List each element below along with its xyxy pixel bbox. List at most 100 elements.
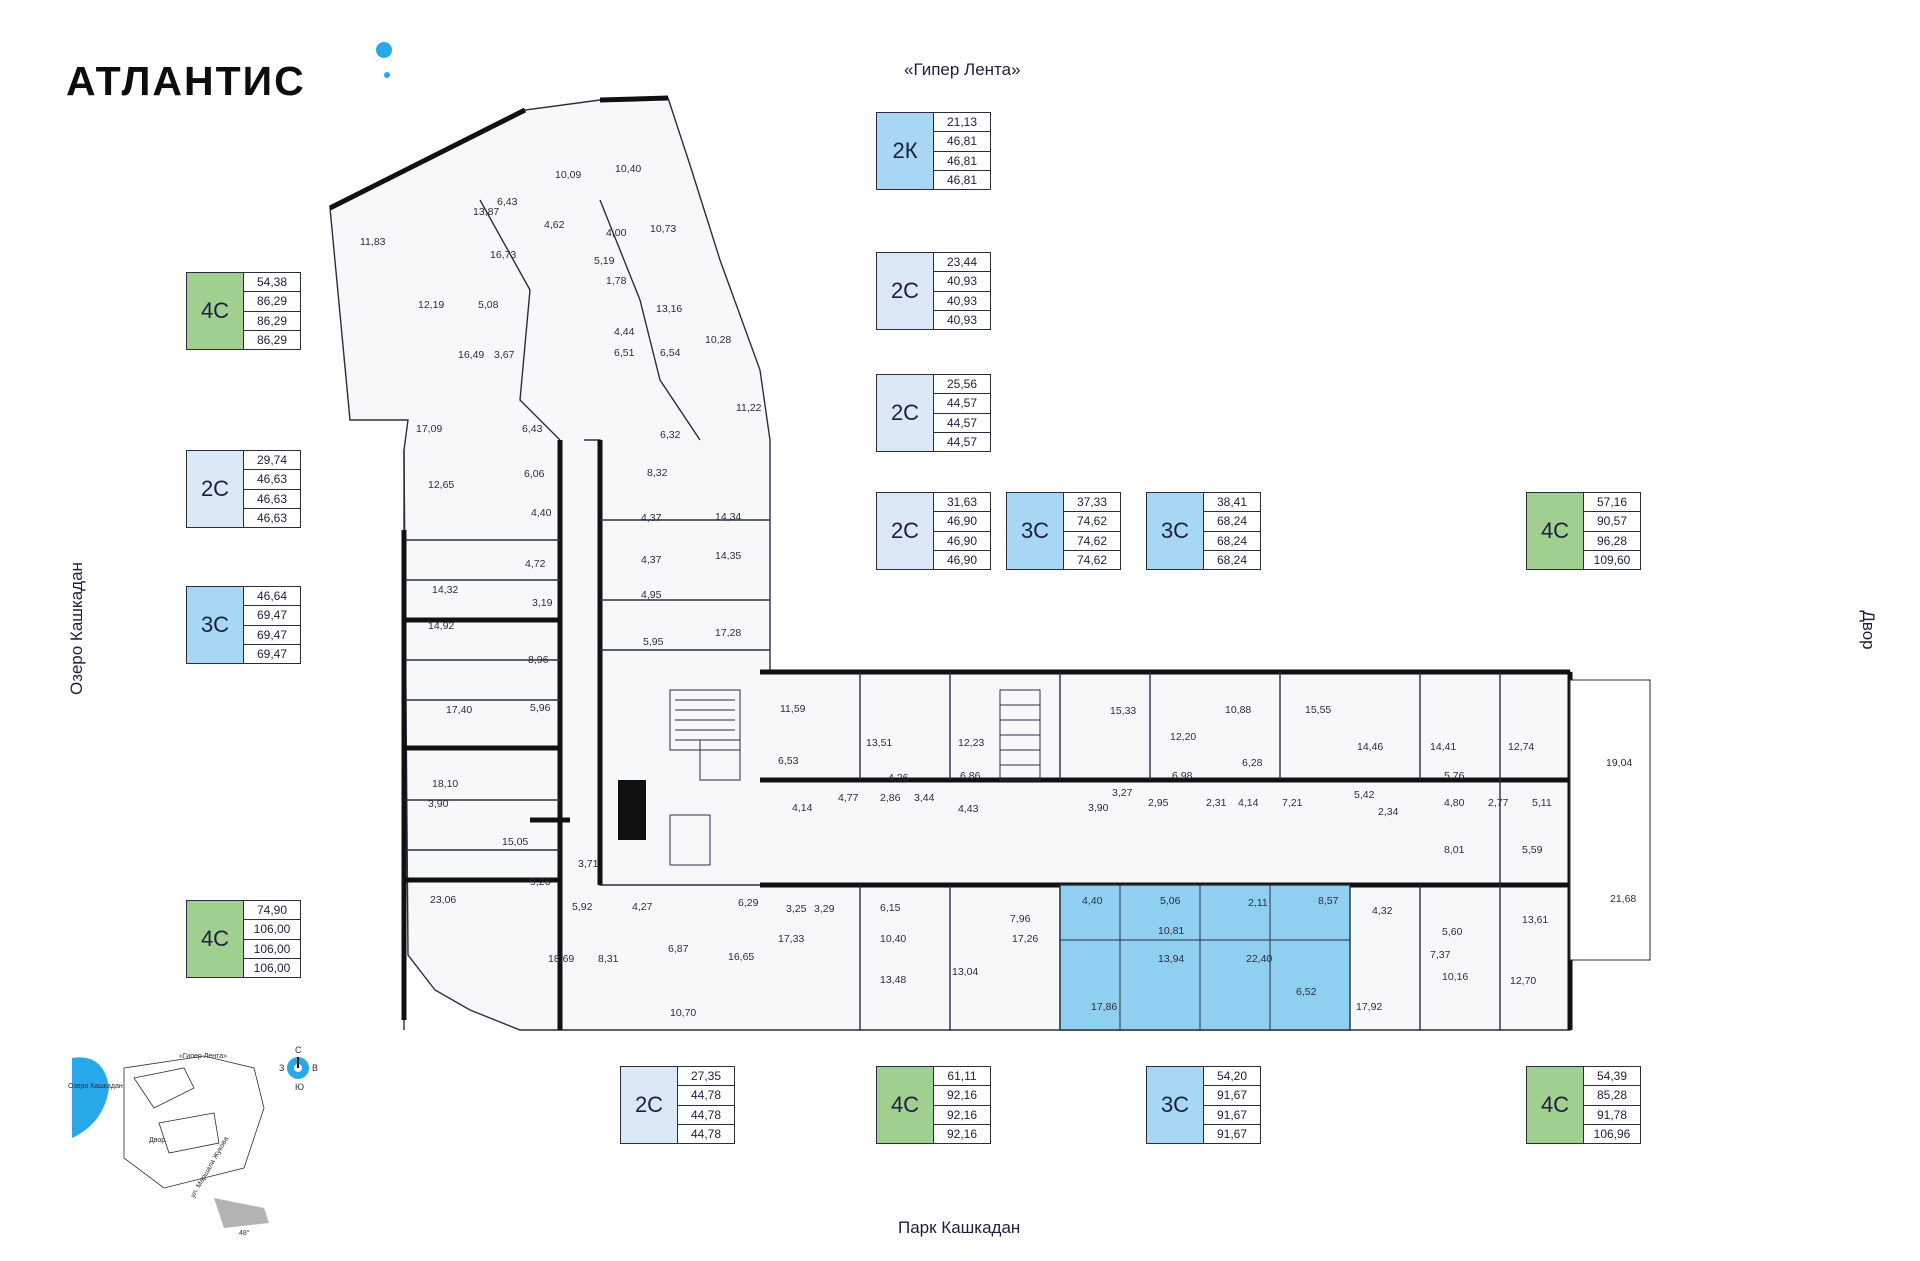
apartment-type: 3С	[1147, 1067, 1204, 1143]
apartment-area-value: 40,93	[946, 312, 978, 327]
apartment-area-value: 91,78	[1584, 1106, 1640, 1125]
room-area-label: 13,16	[656, 303, 682, 315]
room-area-label: 12,19	[418, 299, 444, 311]
apartment-type: 4С	[1527, 1067, 1584, 1143]
room-area-label: 16,65	[728, 951, 754, 963]
minimap-lake-label: Озеро Кашкадан	[68, 1083, 123, 1090]
room-area-label: 2,11	[1248, 897, 1268, 909]
room-area-label: 4,40	[1082, 895, 1103, 907]
room-area-label: 4,14	[1238, 797, 1259, 809]
room-area-label: 12,74	[1508, 741, 1534, 753]
apartment-area-value: 46,64	[244, 587, 300, 607]
location-minimap: «Гипер Лента» Озеро Кашкадан Двор ул. Ма…	[64, 1048, 289, 1238]
room-area-label: 3,71	[578, 858, 599, 870]
apartment-type: 2С	[877, 253, 934, 329]
apartment-type: 2С	[877, 493, 934, 569]
apartment-area-value: 46,90	[934, 512, 990, 532]
room-area-label: 2,34	[1378, 806, 1399, 818]
room-area-label: 12,20	[1170, 731, 1196, 743]
apartment-area-value: 31,63	[934, 493, 990, 513]
room-area-label: 17,86	[1091, 1001, 1117, 1013]
room-area-label: 6,52	[1296, 986, 1317, 998]
apartment-area-value: 46,63	[256, 510, 288, 525]
minimap-top-label: «Гипер Лента»	[179, 1053, 227, 1060]
apartment-area-value: 106,00	[244, 920, 300, 940]
minimap-yard-label: Двор	[149, 1137, 165, 1144]
room-area-label: 3,67	[494, 349, 515, 361]
apartment-area-value: 44,78	[678, 1086, 734, 1106]
apartment-area-value: 109,60	[1593, 552, 1631, 567]
room-area-label: 4,32	[1372, 905, 1393, 917]
apartment-area-value: 54,38	[244, 273, 300, 293]
room-area-label: 12,65	[428, 479, 454, 491]
room-area-label: 14,34	[715, 511, 741, 523]
room-area-label: 4,37	[641, 512, 662, 524]
room-area-label: 5,76	[1444, 770, 1465, 782]
apartment-area-value: 44,78	[678, 1106, 734, 1125]
apartment-area-value: 21,13	[934, 113, 990, 133]
room-area-label: 3,27	[1112, 787, 1133, 799]
room-area-label: 13,61	[1522, 914, 1548, 926]
compass-n: С	[295, 1045, 302, 1055]
room-area-label: 8,32	[647, 467, 668, 479]
room-area-label: 4,26	[888, 772, 909, 784]
room-area-label: 13,87	[473, 206, 499, 218]
room-area-label: 6,06	[524, 468, 545, 480]
room-area-label: 10,09	[555, 169, 581, 181]
room-area-label: 11,83	[360, 236, 386, 248]
apartment-area-value: 54,20	[1204, 1067, 1260, 1087]
apartment-type: 2К	[877, 113, 934, 189]
apartment-area-value: 90,57	[1584, 512, 1640, 532]
room-area-label: 4,62	[544, 219, 565, 231]
apartment-area-value: 44,57	[934, 414, 990, 433]
room-area-label: 4,95	[641, 589, 662, 601]
room-area-label: 14,35	[715, 550, 741, 562]
room-area-label: 12,70	[1510, 975, 1536, 987]
room-area-label: 6,54	[660, 347, 681, 359]
room-area-label: 5,19	[594, 255, 615, 267]
room-area-label: 4,40	[531, 507, 552, 519]
apartment-area-value: 106,96	[1593, 1126, 1631, 1141]
apartment-type: 2С	[877, 375, 934, 451]
apartment-area-value: 46,81	[934, 152, 990, 171]
room-area-label: 6,43	[522, 423, 543, 435]
apartment-area-value: 68,24	[1204, 532, 1260, 551]
room-area-label: 6,87	[668, 943, 689, 955]
room-area-label: 1,78	[606, 275, 627, 287]
apartment-type: 4С	[187, 273, 244, 349]
room-area-label: 8,01	[1444, 844, 1465, 856]
compass-w: З	[279, 1063, 284, 1073]
apartment-area-value: 61,11	[934, 1067, 990, 1087]
room-area-label: 11,59	[780, 703, 806, 715]
room-area-label: 5,42	[1354, 789, 1375, 801]
room-area-label: 6,15	[880, 902, 901, 914]
room-area-label: 13,51	[866, 737, 892, 749]
highlighted-apartment	[1059, 884, 1351, 1031]
room-area-label: 4,14	[792, 802, 813, 814]
apartment-area-value: 68,24	[1216, 552, 1248, 567]
apartment-area-value: 69,47	[244, 606, 300, 626]
room-area-label: 10,40	[880, 933, 906, 945]
apartment-area-value: 74,90	[244, 901, 300, 921]
apartment-area-value: 92,16	[934, 1106, 990, 1125]
apartment-area-value: 40,93	[934, 272, 990, 292]
